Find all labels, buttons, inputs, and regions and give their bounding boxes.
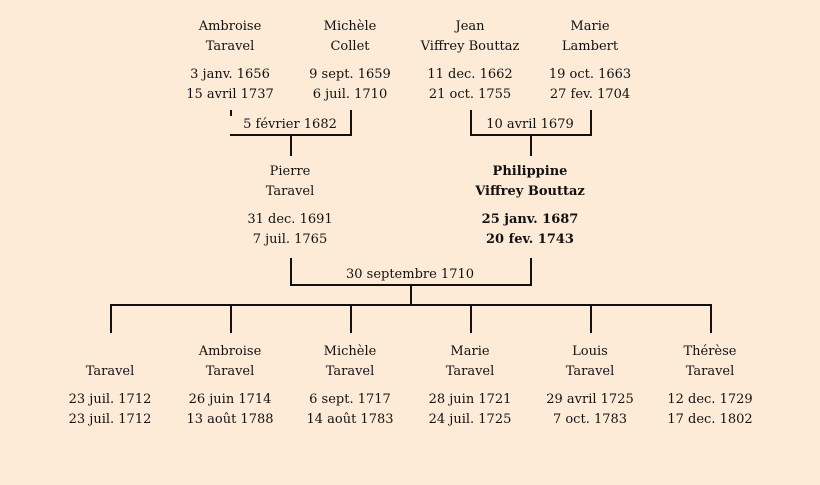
connector-line <box>590 110 592 136</box>
death-date: 13 août 1788 <box>186 412 274 427</box>
person-box: Marie Taravel 28 juin 1721 24 juil. 1725 <box>405 342 535 430</box>
first-name: Louis <box>572 344 608 359</box>
first-name: Marie <box>450 344 490 359</box>
person-box: Louis Taravel 29 avril 1725 7 oct. 1783 <box>525 342 655 430</box>
first-name: Michèle <box>323 344 377 359</box>
first-name: Thérèse <box>683 344 737 359</box>
connector-line <box>350 110 352 136</box>
death-date: 14 août 1783 <box>306 412 394 427</box>
first-name: Pierre <box>269 164 311 179</box>
last-name: Taravel <box>85 364 135 379</box>
first-name: Ambroise <box>198 344 262 359</box>
connector-line <box>110 304 712 306</box>
last-name: Taravel <box>445 364 495 379</box>
person-box: Taravel 23 juil. 1712 23 juil. 1712 <box>45 342 175 430</box>
last-name: Lambert <box>561 39 619 54</box>
person-box: Thérèse Taravel 12 dec. 1729 17 dec. 180… <box>645 342 775 430</box>
death-date: 6 juil. 1710 <box>312 87 388 102</box>
birth-date: 31 dec. 1691 <box>247 212 333 227</box>
last-name: Taravel <box>685 364 735 379</box>
connector-line <box>530 258 532 286</box>
death-date: 23 juil. 1712 <box>68 412 152 427</box>
last-name: Taravel <box>265 184 315 199</box>
first-name <box>45 342 175 362</box>
birth-date: 11 dec. 1662 <box>427 67 513 82</box>
last-name: Taravel <box>325 364 375 379</box>
birth-date: 6 sept. 1717 <box>309 392 391 407</box>
birth-date: 23 juil. 1712 <box>68 392 152 407</box>
death-date: 17 dec. 1802 <box>667 412 753 427</box>
connector-line <box>590 304 592 333</box>
marriage-date: 30 septembre 1710 <box>345 266 475 284</box>
person-box: Jean Viffrey Bouttaz 11 dec. 1662 21 oct… <box>405 17 535 105</box>
connector-line <box>470 110 472 136</box>
birth-date: 12 dec. 1729 <box>667 392 753 407</box>
first-name: Ambroise <box>198 19 262 34</box>
person-box: Pierre Taravel 31 dec. 1691 7 juil. 1765 <box>225 162 355 250</box>
last-name: Viffrey Bouttaz <box>475 184 585 199</box>
birth-date: 29 avril 1725 <box>546 392 634 407</box>
last-name: Taravel <box>565 364 615 379</box>
connector-line <box>290 134 292 156</box>
connector-line <box>710 304 712 333</box>
first-name: Jean <box>455 19 485 34</box>
connector-line <box>470 304 472 333</box>
person-box: Marie Lambert 19 oct. 1663 27 fev. 1704 <box>525 17 655 105</box>
person-box: Michèle Collet 9 sept. 1659 6 juil. 1710 <box>285 17 415 105</box>
first-name: Marie <box>570 19 610 34</box>
marriage-date: 10 avril 1679 <box>482 116 578 134</box>
birth-date: 9 sept. 1659 <box>309 67 391 82</box>
birth-date: 25 janv. 1687 <box>481 212 579 227</box>
first-name: Michèle <box>323 19 377 34</box>
last-name: Taravel <box>205 39 255 54</box>
death-date: 7 oct. 1783 <box>552 412 628 427</box>
connector-line <box>350 304 352 333</box>
death-date: 7 juil. 1765 <box>252 232 328 247</box>
person-box: Ambroise Taravel 3 janv. 1656 15 avril 1… <box>165 17 295 105</box>
last-name: Taravel <box>205 364 255 379</box>
death-date: 24 juil. 1725 <box>428 412 512 427</box>
connector-line <box>230 304 232 333</box>
first-name: Philippine <box>492 164 568 179</box>
death-date: 27 fev. 1704 <box>549 87 631 102</box>
person-box: Ambroise Taravel 26 juin 1714 13 août 17… <box>165 342 295 430</box>
birth-date: 19 oct. 1663 <box>548 67 632 82</box>
last-name: Collet <box>330 39 370 54</box>
connector-line <box>290 258 292 286</box>
birth-date: 3 janv. 1656 <box>190 67 270 82</box>
death-date: 15 avril 1737 <box>186 87 274 102</box>
death-date: 21 oct. 1755 <box>428 87 512 102</box>
connector-line <box>410 284 412 306</box>
person-box-focus: Philippine Viffrey Bouttaz 25 janv. 1687… <box>465 162 595 250</box>
death-date: 20 fev. 1743 <box>486 232 574 247</box>
connector-line <box>530 134 532 156</box>
last-name: Viffrey Bouttaz <box>420 39 520 54</box>
marriage-date: 5 février 1682 <box>230 116 350 134</box>
birth-date: 26 juin 1714 <box>188 392 272 407</box>
connector-line <box>110 304 112 333</box>
birth-date: 28 juin 1721 <box>428 392 512 407</box>
person-box: Michèle Taravel 6 sept. 1717 14 août 178… <box>285 342 415 430</box>
